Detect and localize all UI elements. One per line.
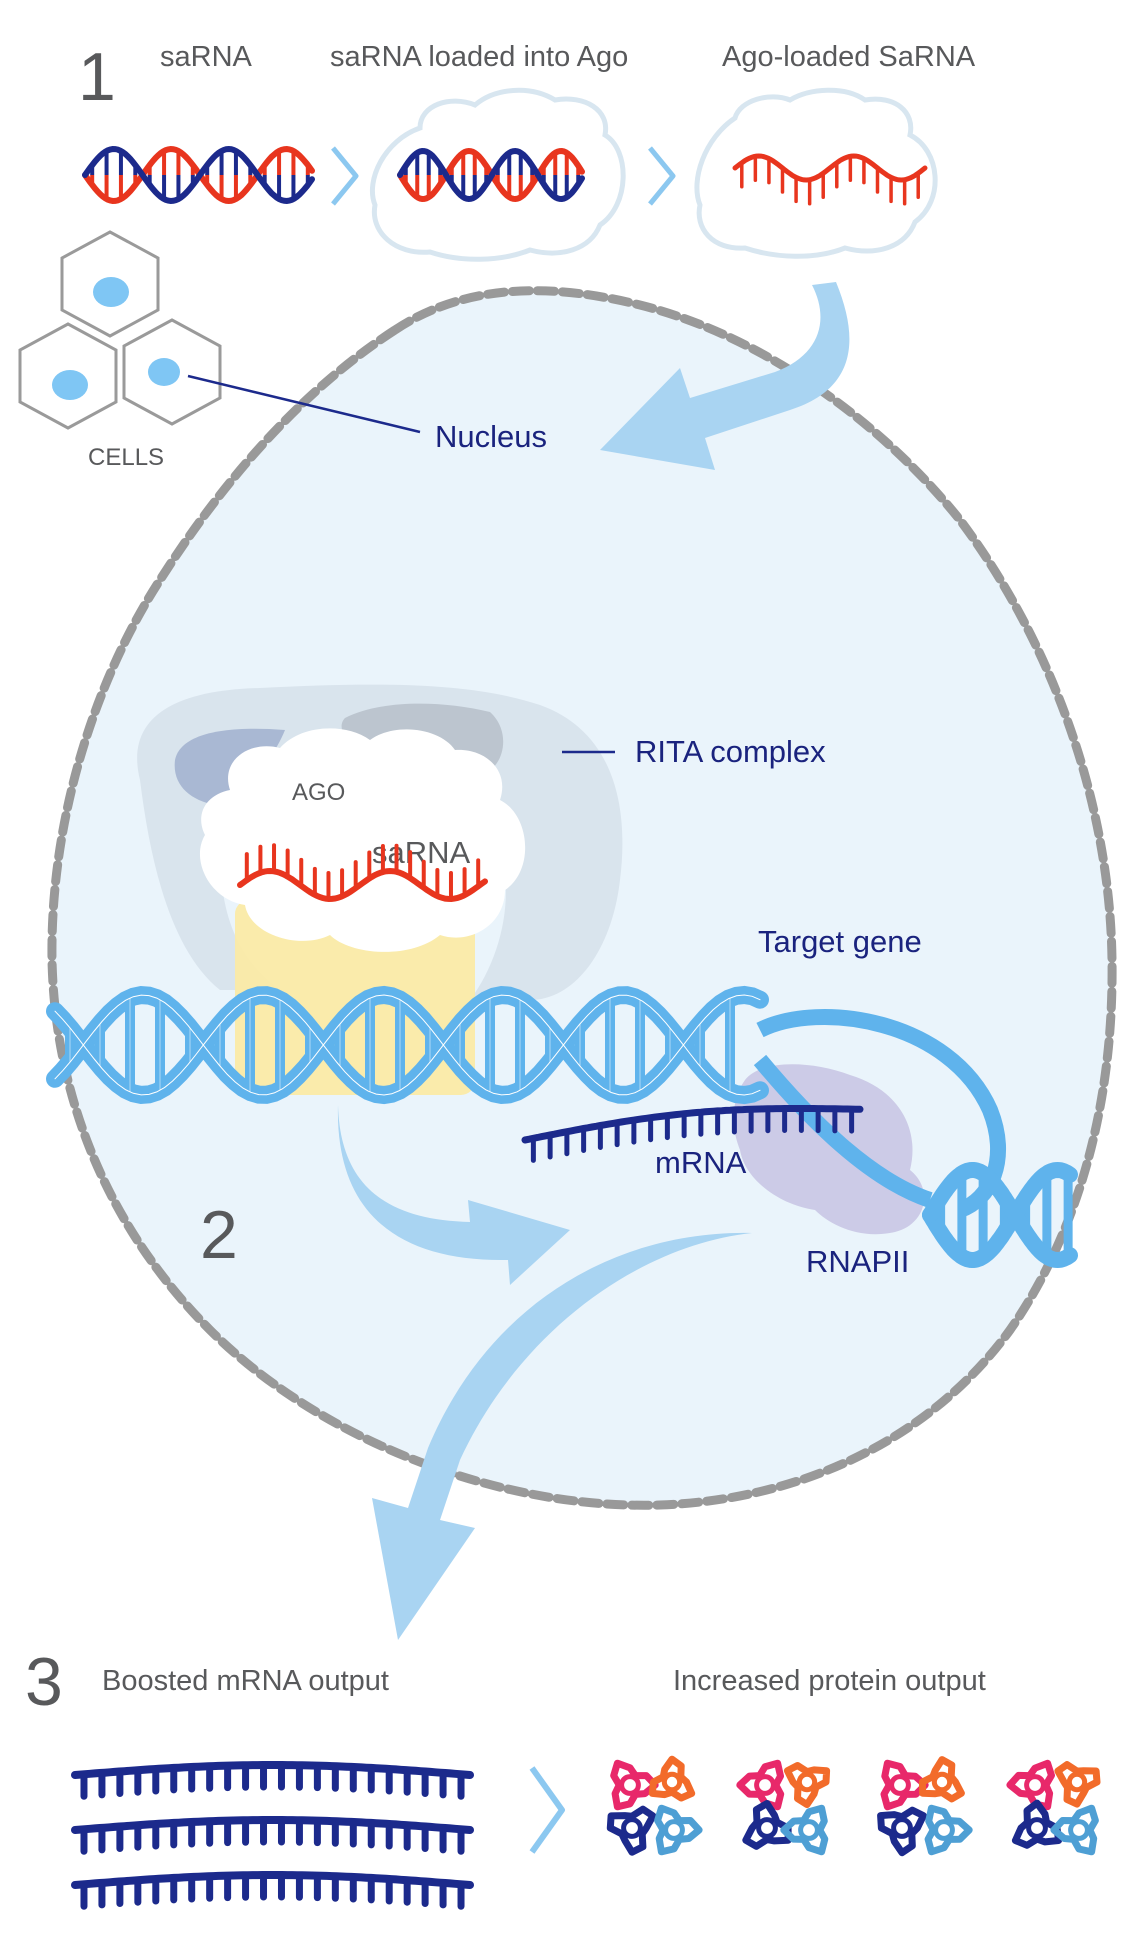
strand-backbone xyxy=(237,867,488,903)
protein-subunit xyxy=(1026,1817,1048,1839)
target-gene-label: Target gene xyxy=(758,924,922,959)
protein-subunit xyxy=(1068,1819,1090,1841)
protein-subunit xyxy=(877,1806,927,1857)
protein-subunit xyxy=(663,1819,685,1841)
backbone-strand xyxy=(922,1161,1078,1268)
step-2-number: 2 xyxy=(200,1197,238,1273)
backbone-strand xyxy=(922,1162,1078,1269)
backbone-strand xyxy=(397,147,585,203)
target-gene-dna-icon xyxy=(46,985,1078,1269)
protein-subunit xyxy=(798,1819,820,1841)
protein-subunit xyxy=(783,1762,831,1809)
step-3-number: 3 xyxy=(25,1644,63,1720)
label-sarna: saRNA xyxy=(160,41,253,73)
sarna-label: saRNA xyxy=(372,835,471,870)
boosted-mrna-strands xyxy=(71,1761,474,1910)
cells-label: CELLS xyxy=(88,444,164,471)
protein-subunit xyxy=(742,1800,792,1850)
protein-subunit xyxy=(661,1771,683,1793)
curved-arrow-icon xyxy=(337,1105,570,1285)
protein-subunit xyxy=(756,1817,778,1839)
protein-subunit xyxy=(1066,1771,1088,1793)
protein-cluster-icon xyxy=(606,1755,703,1856)
label-sarna-loaded-into-ago: saRNA loaded into Ago xyxy=(330,41,628,73)
protein-subunit xyxy=(931,1771,953,1793)
sarna-duplex-in-ago-icon xyxy=(397,147,585,203)
protein-subunit xyxy=(621,1817,643,1839)
protein-subunit xyxy=(1006,1759,1055,1811)
protein-subunit xyxy=(648,1755,696,1802)
nucleus-dot xyxy=(93,277,129,307)
boosted-mrna-label: Boosted mRNA output xyxy=(102,1665,389,1697)
nucleus-dot xyxy=(52,370,88,400)
single-strand-sarna-icon xyxy=(732,153,928,206)
nucleus-label: Nucleus xyxy=(435,419,547,454)
strand-backbone xyxy=(71,1816,474,1834)
protein-subunit xyxy=(780,1804,829,1856)
unwound-dna-strand xyxy=(753,1054,933,1208)
protein-subunit xyxy=(889,1774,911,1796)
nucleus-dot xyxy=(148,358,180,386)
protein-subunit xyxy=(933,1819,955,1841)
protein-subunit xyxy=(1024,1774,1046,1796)
protein-subunit xyxy=(891,1817,913,1839)
mrna-label: mRNA xyxy=(655,1145,747,1180)
protein-subunit xyxy=(754,1774,776,1796)
protein-subunit xyxy=(919,1756,965,1803)
rnapii-label: RNAPII xyxy=(806,1244,909,1279)
backbone-strand xyxy=(54,994,761,1096)
nucleus-pointer-line xyxy=(187,374,421,434)
protein-subunit xyxy=(606,1805,657,1856)
guide-sarna-strand-icon xyxy=(237,843,488,903)
chevron-right-icon xyxy=(648,146,676,206)
protein-subunit xyxy=(796,1771,818,1793)
ago-cloud-loaded xyxy=(694,87,938,259)
strand-backbone xyxy=(732,153,928,183)
protein-subunit xyxy=(1050,1804,1099,1856)
rita-complex-label: RITA complex xyxy=(635,734,826,769)
strand-backbone xyxy=(71,1871,474,1889)
curved-arrow-icon xyxy=(600,282,850,470)
mrna-strand-icon xyxy=(521,1105,864,1163)
strand-backbone xyxy=(71,1761,474,1779)
chevron-right-icon xyxy=(529,1766,565,1854)
protein-output-group xyxy=(606,1755,1101,1857)
ago-label: AGO xyxy=(292,779,345,806)
protein-subunit xyxy=(619,1774,641,1796)
protein-cluster-icon xyxy=(877,1756,973,1857)
step-1-number: 1 xyxy=(78,39,116,115)
protein-cluster-icon xyxy=(1006,1759,1101,1856)
cells-illustration xyxy=(18,230,222,430)
backbone-strand xyxy=(82,145,315,205)
curved-arrow-icon xyxy=(372,1232,752,1640)
chevron-right-icon xyxy=(331,146,359,206)
strand-backbone xyxy=(521,1105,864,1144)
increased-protein-label: Increased protein output xyxy=(673,1665,986,1697)
protein-subunit xyxy=(1011,1799,1063,1849)
protein-subunit xyxy=(1054,1761,1101,1808)
label-ago-loaded-sarna: Ago-loaded SaRNA xyxy=(722,41,976,73)
protein-subunit xyxy=(736,1759,785,1811)
protein-cluster-icon xyxy=(736,1759,831,1856)
backbone-strand xyxy=(54,994,761,1096)
sarna-duplex-icon xyxy=(82,145,315,205)
